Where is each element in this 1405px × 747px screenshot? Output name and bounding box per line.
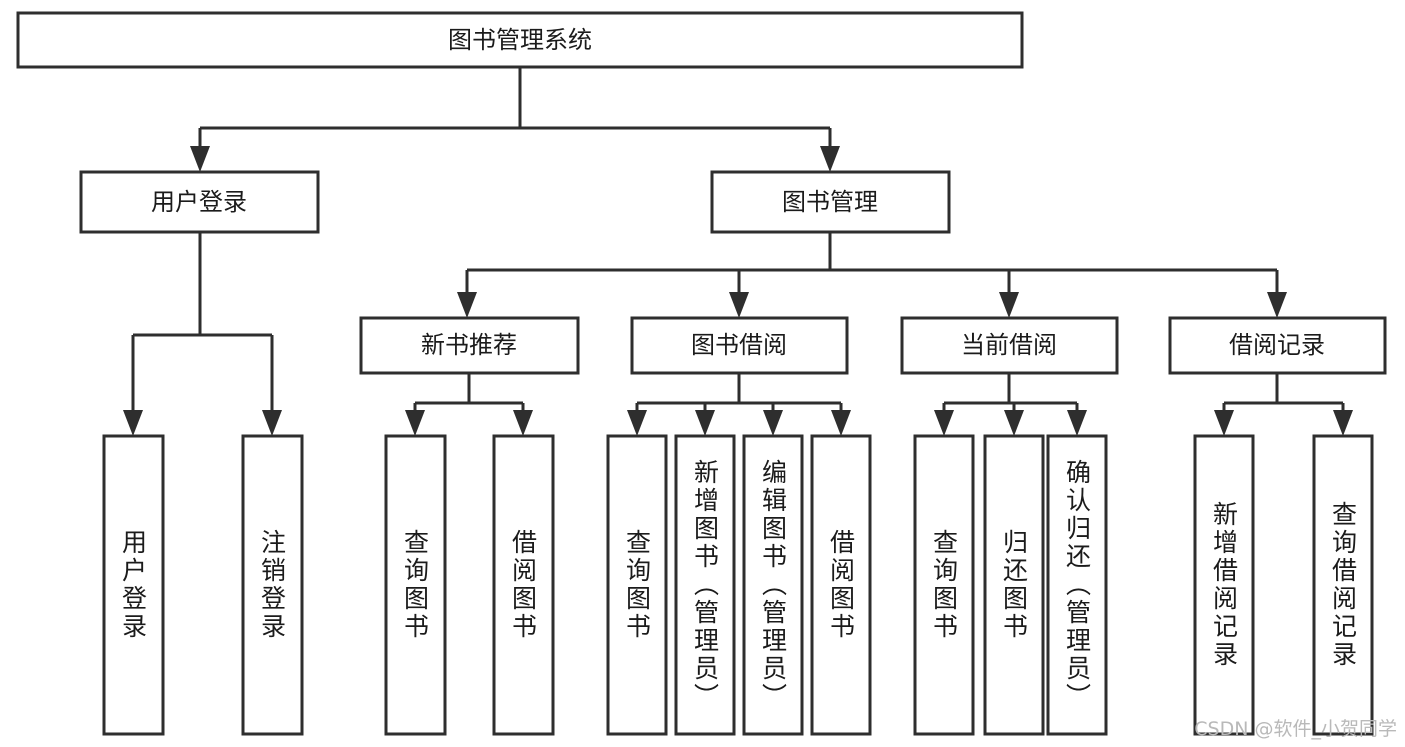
arrow-head-icon <box>820 146 840 172</box>
connector-group-borrow-record <box>1214 373 1353 436</box>
connector-group-book-borrow <box>627 373 851 436</box>
node-box-shape <box>492 434 555 736</box>
arrow-head-icon <box>513 410 533 436</box>
leaf-node-query-book-current[interactable]: 查询图书 <box>913 434 975 736</box>
leaf-label-borrow-book: 借阅图书 <box>827 529 856 641</box>
connector-group-book-manage <box>457 232 1287 318</box>
arrow-head-icon <box>934 410 954 436</box>
leaf-label-logout: 注销登录 <box>258 529 287 641</box>
arrow-head-icon <box>405 410 425 436</box>
arrow-head-icon <box>457 292 477 318</box>
node-box-shape <box>1312 434 1374 736</box>
leaf-label-query-book: 查询图书 <box>623 529 652 641</box>
arrow-head-icon <box>190 146 210 172</box>
connector-group-root <box>190 67 840 172</box>
node-box-shape <box>674 434 736 736</box>
leaf-label-return-book: 归还图书 <box>1000 529 1029 641</box>
leaf-label-confirm-return-admin: 确认归还（管理员） <box>1063 459 1092 711</box>
node-book-manage[interactable]: 图书管理 <box>710 170 951 234</box>
leaf-node-return-book[interactable]: 归还图书 <box>983 434 1045 736</box>
leaf-node-query-book[interactable]: 查询图书 <box>606 434 668 736</box>
arrow-head-icon <box>999 292 1019 318</box>
node-box-shape <box>742 434 804 736</box>
node-root-system[interactable]: 图书管理系统 <box>16 11 1024 69</box>
node-label-book-borrow: 图书借阅 <box>691 331 787 359</box>
node-borrow-record[interactable]: 借阅记录 <box>1168 316 1387 375</box>
arrow-head-icon <box>831 410 851 436</box>
leaf-node-logout[interactable]: 注销登录 <box>241 434 304 736</box>
leaf-node-query-book-recommend[interactable]: 查询图书 <box>384 434 447 736</box>
node-box-shape <box>16 11 1024 69</box>
node-box-shape <box>606 434 668 736</box>
arrow-head-icon <box>262 410 282 436</box>
arrow-head-icon <box>123 410 143 436</box>
node-box-shape <box>913 434 975 736</box>
node-box-shape <box>1168 316 1387 375</box>
connector-group-new-book <box>405 373 533 436</box>
node-box-shape <box>384 434 447 736</box>
leaf-label-query-book-recommend: 查询图书 <box>401 529 430 641</box>
node-box-shape <box>79 170 320 234</box>
node-box-shape <box>983 434 1045 736</box>
node-box-shape <box>102 434 165 736</box>
leaf-node-borrow-book-recommend[interactable]: 借阅图书 <box>492 434 555 736</box>
node-box-shape <box>630 316 849 375</box>
node-label-book-manage: 图书管理 <box>782 188 878 216</box>
node-current-borrow[interactable]: 当前借阅 <box>900 316 1119 375</box>
node-box-shape <box>359 316 580 375</box>
leaf-node-query-borrow-record[interactable]: 查询借阅记录 <box>1312 434 1374 736</box>
leaf-label-add-borrow-record: 新增借阅记录 <box>1210 501 1239 669</box>
leaf-node-confirm-return-admin[interactable]: 确认归还（管理员） <box>1046 434 1108 736</box>
leaf-label-query-borrow-record: 查询借阅记录 <box>1329 501 1358 669</box>
arrow-head-icon <box>763 410 783 436</box>
arrow-head-icon <box>627 410 647 436</box>
leaf-label-user-login: 用户登录 <box>119 529 148 641</box>
node-new-book-recommend[interactable]: 新书推荐 <box>359 316 580 375</box>
connector-group-current-borrow <box>934 373 1087 436</box>
arrow-head-icon <box>1214 410 1234 436</box>
node-label-current-borrow: 当前借阅 <box>961 331 1057 359</box>
leaf-node-edit-book-admin[interactable]: 编辑图书（管理员） <box>742 434 804 736</box>
node-box-shape <box>1046 434 1108 736</box>
node-user-login[interactable]: 用户登录 <box>79 170 320 234</box>
node-box-shape <box>900 316 1119 375</box>
leaf-label-add-book-admin: 新增图书（管理员） <box>691 459 720 711</box>
node-book-borrow[interactable]: 图书借阅 <box>630 316 849 375</box>
node-label-borrow-record: 借阅记录 <box>1229 331 1325 359</box>
node-box-shape <box>810 434 872 736</box>
leaf-label-query-book-current: 查询图书 <box>930 529 959 641</box>
arrow-head-icon <box>1004 410 1024 436</box>
node-label-user-login: 用户登录 <box>151 188 247 216</box>
connector-group-user-login <box>123 232 282 436</box>
leaf-node-add-borrow-record[interactable]: 新增借阅记录 <box>1193 434 1255 736</box>
arrow-head-icon <box>1067 410 1087 436</box>
leaf-label-borrow-book-recommend: 借阅图书 <box>509 529 538 641</box>
leaf-node-user-login-action[interactable]: 用户登录 <box>102 434 165 736</box>
node-box-shape <box>1193 434 1255 736</box>
leaf-node-borrow-book[interactable]: 借阅图书 <box>810 434 872 736</box>
leaf-label-edit-book-admin: 编辑图书（管理员） <box>759 459 788 711</box>
arrow-head-icon <box>695 410 715 436</box>
leaf-node-add-book-admin[interactable]: 新增图书（管理员） <box>674 434 736 736</box>
arrow-head-icon <box>729 292 749 318</box>
node-label-new-book-recommend: 新书推荐 <box>421 331 517 359</box>
node-box-shape <box>710 170 951 234</box>
arrow-head-icon <box>1333 410 1353 436</box>
node-label-root: 图书管理系统 <box>448 26 592 54</box>
node-box-shape <box>241 434 304 736</box>
arrow-head-icon <box>1267 292 1287 318</box>
